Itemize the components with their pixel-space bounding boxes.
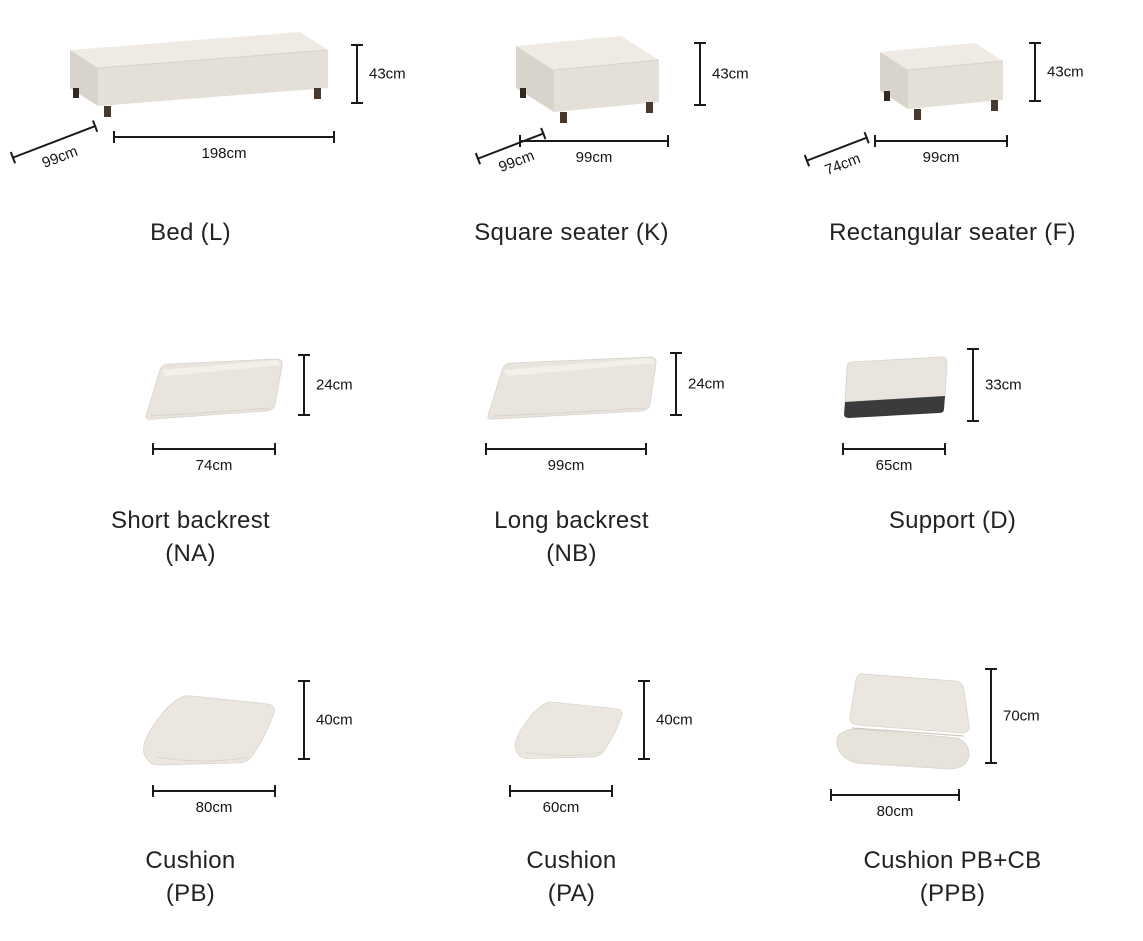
height-dimension-label: 33cm — [985, 376, 1022, 394]
depth-dimension: 74cm — [805, 136, 868, 179]
height-dimension: 43cm — [694, 42, 749, 106]
product-name: Support (D) — [888, 507, 1017, 534]
bed-illustration — [70, 32, 329, 117]
short-backrest-illustration — [145, 358, 283, 420]
depth-dimension: 99cm — [11, 124, 97, 172]
height-dimension: 43cm — [351, 44, 406, 104]
width-dimension: 198cm — [113, 131, 335, 162]
width-dimension-label: 99cm — [575, 149, 613, 166]
height-dimension-label: 24cm — [316, 376, 353, 394]
product-caption: Bed (L) — [0, 216, 381, 249]
cushion-pb-illustration — [143, 695, 275, 766]
height-dimension-label: 43cm — [712, 65, 749, 83]
width-dimension: 80cm — [152, 785, 276, 816]
product-caption: Support (D) — [762, 504, 1143, 537]
width-dimension: 99cm — [485, 443, 647, 474]
product-name: Long backrest — [494, 507, 649, 534]
height-dimension: 40cm — [638, 680, 693, 760]
product-name: Cushion PB+CB — [863, 847, 1042, 874]
width-dimension: 74cm — [152, 443, 276, 474]
width-dimension-label: 80cm — [195, 799, 233, 816]
product-caption: Rectangular seater (F) — [762, 216, 1143, 249]
height-dimension: 24cm — [298, 354, 353, 416]
height-dimension-label: 40cm — [656, 711, 693, 729]
product-code: (PPB) — [919, 880, 986, 908]
height-dimension-label: 43cm — [369, 65, 406, 83]
cushion-ppb-illustration — [836, 673, 970, 770]
depth-dimension-label: 74cm — [822, 150, 863, 180]
height-dimension: 24cm — [670, 352, 725, 416]
product-card-bed: 43cm 198cm 99cm Bed (L) — [0, 0, 406, 300]
product-card-long-backrest: 24cm 99cm Long backrest (NB) — [381, 300, 762, 620]
product-code: (NA) — [165, 540, 216, 568]
product-card-cushion-ppb: 70cm 80cm Cushion PB+CB (PPB) — [762, 620, 1143, 941]
product-caption: Cushion (PA) — [381, 844, 762, 910]
height-dimension-label: 40cm — [316, 711, 353, 729]
product-card-support: 33cm 65cm Support (D) — [762, 300, 1143, 620]
product-name: Short backrest — [111, 507, 270, 534]
width-dimension: 99cm — [519, 135, 669, 166]
product-name: Bed (L) — [150, 219, 231, 246]
width-dimension-label: 65cm — [875, 457, 913, 474]
height-dimension: 43cm — [1029, 42, 1084, 102]
long-backrest-illustration — [487, 356, 657, 420]
cushion-pa-illustration — [514, 701, 623, 759]
depth-dimension: 99cm — [476, 132, 545, 176]
product-code: (PA) — [547, 880, 596, 908]
product-card-rectangular-seater: 43cm 99cm 74cm Rectangular seater (F) — [762, 0, 1143, 300]
product-caption: Long backrest (NB) — [381, 504, 762, 570]
product-name: Rectangular seater (F) — [829, 219, 1076, 246]
product-card-cushion-pa: 40cm 60cm Cushion (PA) — [381, 620, 762, 941]
product-name: Square seater (K) — [474, 219, 669, 246]
product-code: (NB) — [546, 540, 597, 568]
depth-dimension-label: 99cm — [39, 142, 81, 172]
width-dimension: 99cm — [874, 135, 1008, 166]
product-caption: Short backrest (NA) — [0, 504, 381, 570]
height-dimension-label: 70cm — [1003, 707, 1040, 725]
product-code: (PB) — [165, 880, 216, 908]
rectangular-seater-illustration — [880, 43, 1004, 120]
product-name: Cushion — [526, 847, 617, 874]
width-dimension-label: 99cm — [922, 149, 960, 166]
height-dimension: 40cm — [298, 680, 353, 760]
product-card-cushion-pb: 40cm 80cm Cushion (PB) — [0, 620, 381, 941]
height-dimension-label: 43cm — [1047, 63, 1084, 81]
width-dimension-label: 60cm — [542, 799, 580, 816]
width-dimension: 80cm — [830, 789, 960, 820]
support-illustration — [844, 356, 948, 418]
product-caption: Cushion (PB) — [0, 844, 381, 910]
width-dimension-label: 80cm — [876, 803, 914, 820]
width-dimension-label: 74cm — [195, 457, 233, 474]
product-name: Cushion — [145, 847, 236, 874]
product-caption: Cushion PB+CB (PPB) — [762, 844, 1143, 910]
product-card-short-backrest: 24cm 74cm Short backrest (NA) — [0, 300, 381, 620]
width-dimension: 65cm — [842, 443, 946, 474]
width-dimension-label: 99cm — [547, 457, 585, 474]
square-seater-illustration — [516, 36, 660, 123]
depth-dimension-label: 99cm — [496, 146, 537, 177]
height-dimension: 70cm — [985, 668, 1040, 764]
width-dimension-label: 198cm — [201, 145, 247, 162]
height-dimension: 33cm — [967, 348, 1022, 422]
product-card-square-seater: 43cm 99cm 99cm Square seater (K) — [381, 0, 762, 300]
height-dimension-label: 24cm — [688, 375, 725, 393]
product-caption: Square seater (K) — [381, 216, 762, 249]
width-dimension: 60cm — [509, 785, 613, 816]
